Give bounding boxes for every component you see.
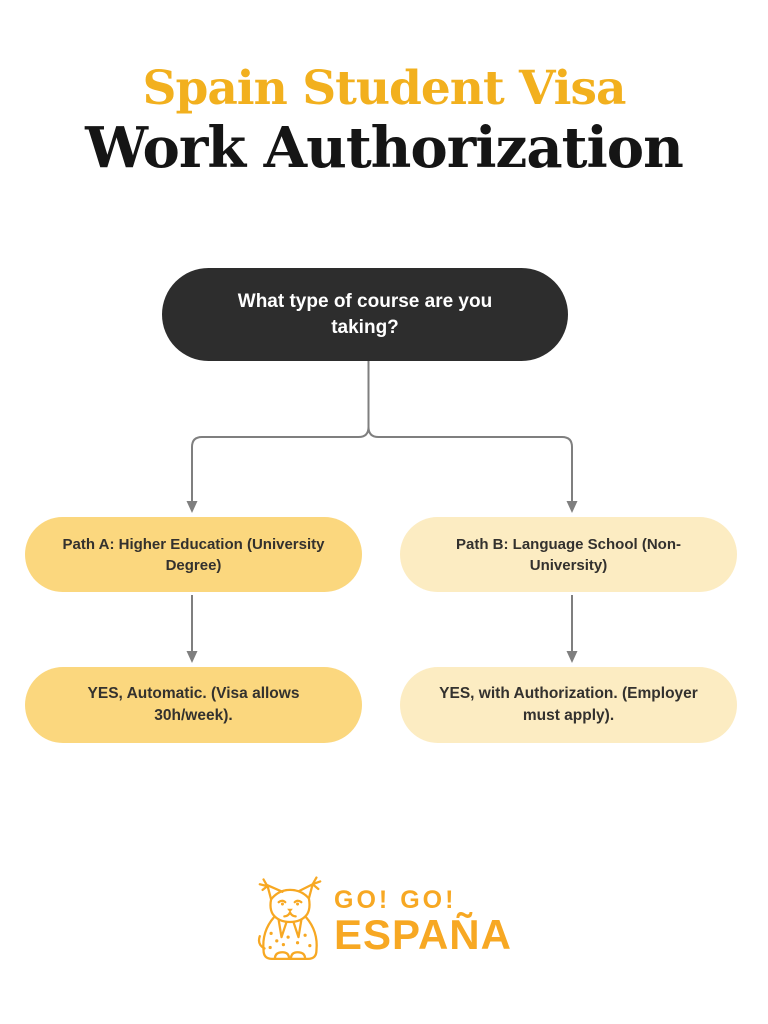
logo-line-1: GO! GO! [334,886,457,914]
page-title: Spain Student Visa Work Authorization [0,61,768,182]
flowchart-node-result-a: YES, Automatic. (Visa allows 30h/week). [25,667,362,743]
connector-right-branch [367,426,573,502]
arrowhead-left-result [186,651,198,663]
arrowhead-left-branch [186,501,198,513]
logo-wordmark: GO! GO! ESPAÑA [334,888,512,956]
connector-left-branch [191,426,370,502]
flowchart-node-question: What type of course are you taking? [162,268,568,361]
lynx-cub-icon [257,876,322,960]
flowchart-node-result-b: YES, with Authorization. (Employer must … [400,667,737,743]
gogo-espana-logo: GO! GO! ESPAÑA [0,876,768,968]
logo-line-2: ESPAÑA [334,911,512,958]
flowchart-node-path-b: Path B: Language School (Non-University) [400,517,737,592]
arrowhead-right-branch [566,501,578,513]
title-line-2: Work Authorization [85,115,684,182]
title-line-1: Spain Student Visa [142,61,627,116]
flowchart-node-path-a: Path A: Higher Education (University Deg… [25,517,362,592]
arrowhead-right-result [566,651,578,663]
